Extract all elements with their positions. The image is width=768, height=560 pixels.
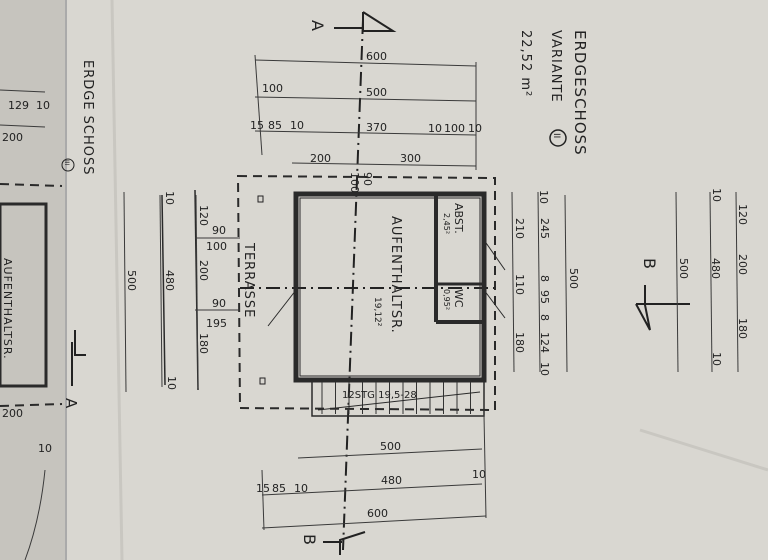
section-marker-b-right: B bbox=[635, 258, 690, 331]
left-sheet-title: ERDGE SCHOSS bbox=[80, 60, 95, 176]
room-label-storage: ABST. bbox=[452, 203, 465, 234]
left-sheet-room-label: AUFENTHALTSR. bbox=[1, 258, 14, 360]
dimension-label: 100 bbox=[444, 122, 465, 135]
dimension-label: 10 bbox=[163, 191, 176, 205]
dimension-label: 8 bbox=[538, 314, 551, 321]
fold-line bbox=[110, 0, 124, 560]
variant-number: II bbox=[551, 133, 561, 138]
dimensions-bottom: 500 480 10 15 85 10 600 bbox=[256, 414, 487, 531]
dimension-label: 10 bbox=[290, 119, 304, 132]
dimension-label: 95 bbox=[538, 290, 551, 304]
dimension-label: 200 bbox=[197, 260, 210, 281]
dimension-label: 90 bbox=[361, 172, 374, 186]
left-sheet-plan: 129 10 200 200 10 AUFENTHALTSR. ERDGE SC… bbox=[0, 60, 95, 560]
stairs: 12STG 19,5-28 bbox=[311, 379, 485, 417]
dimension-label: 600 bbox=[367, 507, 388, 520]
room-label-main: AUFENTHALTSR. bbox=[388, 216, 403, 334]
stairs-label: 12STG 19,5-28 bbox=[342, 390, 417, 401]
door-swing bbox=[483, 239, 506, 271]
dimension-label: 10 bbox=[537, 190, 550, 204]
dimension-label: 120 bbox=[736, 204, 749, 225]
room-area-storage: 2,45² bbox=[442, 213, 451, 234]
roof-outline bbox=[236, 174, 496, 412]
room-area-wc: 0,95² bbox=[442, 289, 451, 310]
title-block: ERDGESCHOSS VARIANTE II 22,52 m² bbox=[518, 30, 589, 156]
dimension-label: 120 bbox=[197, 205, 210, 226]
dimension-label: 200 bbox=[2, 407, 23, 420]
dimension-label: B bbox=[640, 258, 659, 270]
dimension-label: 10 bbox=[428, 122, 442, 135]
dimension-label: 200 bbox=[2, 131, 23, 144]
dimension-label: 10 bbox=[710, 352, 723, 366]
dimension-label: 129 bbox=[8, 99, 29, 112]
dimension-label: 300 bbox=[400, 152, 421, 165]
dimension-label: 110 bbox=[513, 274, 526, 295]
dimension-label: B bbox=[300, 534, 319, 546]
section-marker-b-bottom: B bbox=[300, 531, 366, 555]
dimension-label: 10 bbox=[538, 362, 551, 376]
dimension-label: 480 bbox=[381, 474, 402, 487]
dimension-label: 15 bbox=[250, 119, 264, 132]
dimension-label: 100 bbox=[348, 172, 361, 193]
area-label: 22,52 m² bbox=[518, 30, 533, 97]
dimension-label: 200 bbox=[310, 152, 331, 165]
dimension-label: 100 bbox=[262, 82, 283, 95]
dimension-label: 210 bbox=[513, 218, 526, 239]
dimension-label: 10 bbox=[165, 376, 178, 390]
dimension-label: 370 bbox=[366, 121, 387, 134]
dimension-label: 500 bbox=[125, 270, 138, 291]
dimension-label: 10 bbox=[468, 122, 482, 135]
left-sheet-marker: A bbox=[62, 398, 80, 409]
dimension-label: 100 bbox=[206, 240, 227, 253]
dimension-label: A bbox=[308, 20, 327, 32]
left-sheet-variant-number: III bbox=[63, 160, 70, 166]
dimension-label: 180 bbox=[513, 332, 526, 353]
dimension-label: 600 bbox=[366, 50, 387, 63]
dimensions-top: 600 100 500 15 85 10 370 10 100 10 200 3… bbox=[250, 50, 482, 193]
dimensions-left: 500 480 10 120 200 180 10 90 100 90 195 bbox=[123, 191, 240, 393]
room-area-main: 19,12² bbox=[372, 297, 382, 327]
dimension-label: 200 bbox=[736, 254, 749, 275]
variant-circle bbox=[549, 129, 567, 147]
dimension-label: 85 bbox=[268, 119, 282, 132]
dimension-label: 500 bbox=[567, 268, 580, 289]
dimension-label: 500 bbox=[677, 258, 690, 279]
dimension-label: 245 bbox=[538, 218, 551, 239]
dimension-label: 500 bbox=[366, 86, 387, 99]
dimension-label: 10 bbox=[472, 468, 486, 481]
left-sheet bbox=[0, 0, 66, 560]
dimension-label: 180 bbox=[736, 318, 749, 339]
plan-title: ERDGESCHOSS bbox=[571, 30, 589, 156]
dimension-label: 500 bbox=[380, 440, 401, 453]
dimension-label: 10 bbox=[294, 482, 308, 495]
room-label-wc: WC bbox=[452, 289, 465, 308]
dimension-label: 15 bbox=[256, 482, 270, 495]
dimension-label: 480 bbox=[163, 270, 176, 291]
dimension-label: 90 bbox=[212, 224, 226, 237]
dimension-label: 180 bbox=[197, 333, 210, 354]
dimension-label: 10 bbox=[36, 99, 50, 112]
building: AUFENTHALTSR. 19,12² ABST. 2,45² WC 0,95… bbox=[267, 191, 506, 383]
fold-line bbox=[639, 428, 768, 472]
door-swing bbox=[483, 289, 506, 319]
variant-label: VARIANTE bbox=[548, 30, 563, 103]
door-swing bbox=[267, 289, 297, 327]
dimension-label: 10 bbox=[710, 188, 723, 202]
section-axis-vertical bbox=[342, 19, 364, 551]
dimension-label: 195 bbox=[206, 317, 227, 330]
dimension-label: 124 bbox=[538, 332, 551, 353]
dimensions-far-right: 500 480 10 120 200 180 10 bbox=[675, 188, 749, 373]
dimension-label: 480 bbox=[709, 258, 722, 279]
dimension-label: 85 bbox=[272, 482, 286, 495]
dimension-label: 90 bbox=[212, 297, 226, 310]
dimension-label: 8 bbox=[538, 275, 551, 282]
dimensions-right: 10 245 210 110 8 95 8 180 124 10 500 bbox=[511, 190, 580, 376]
dimension-label: 10 bbox=[38, 442, 52, 455]
terrace-label: TERRASSE bbox=[241, 242, 256, 318]
